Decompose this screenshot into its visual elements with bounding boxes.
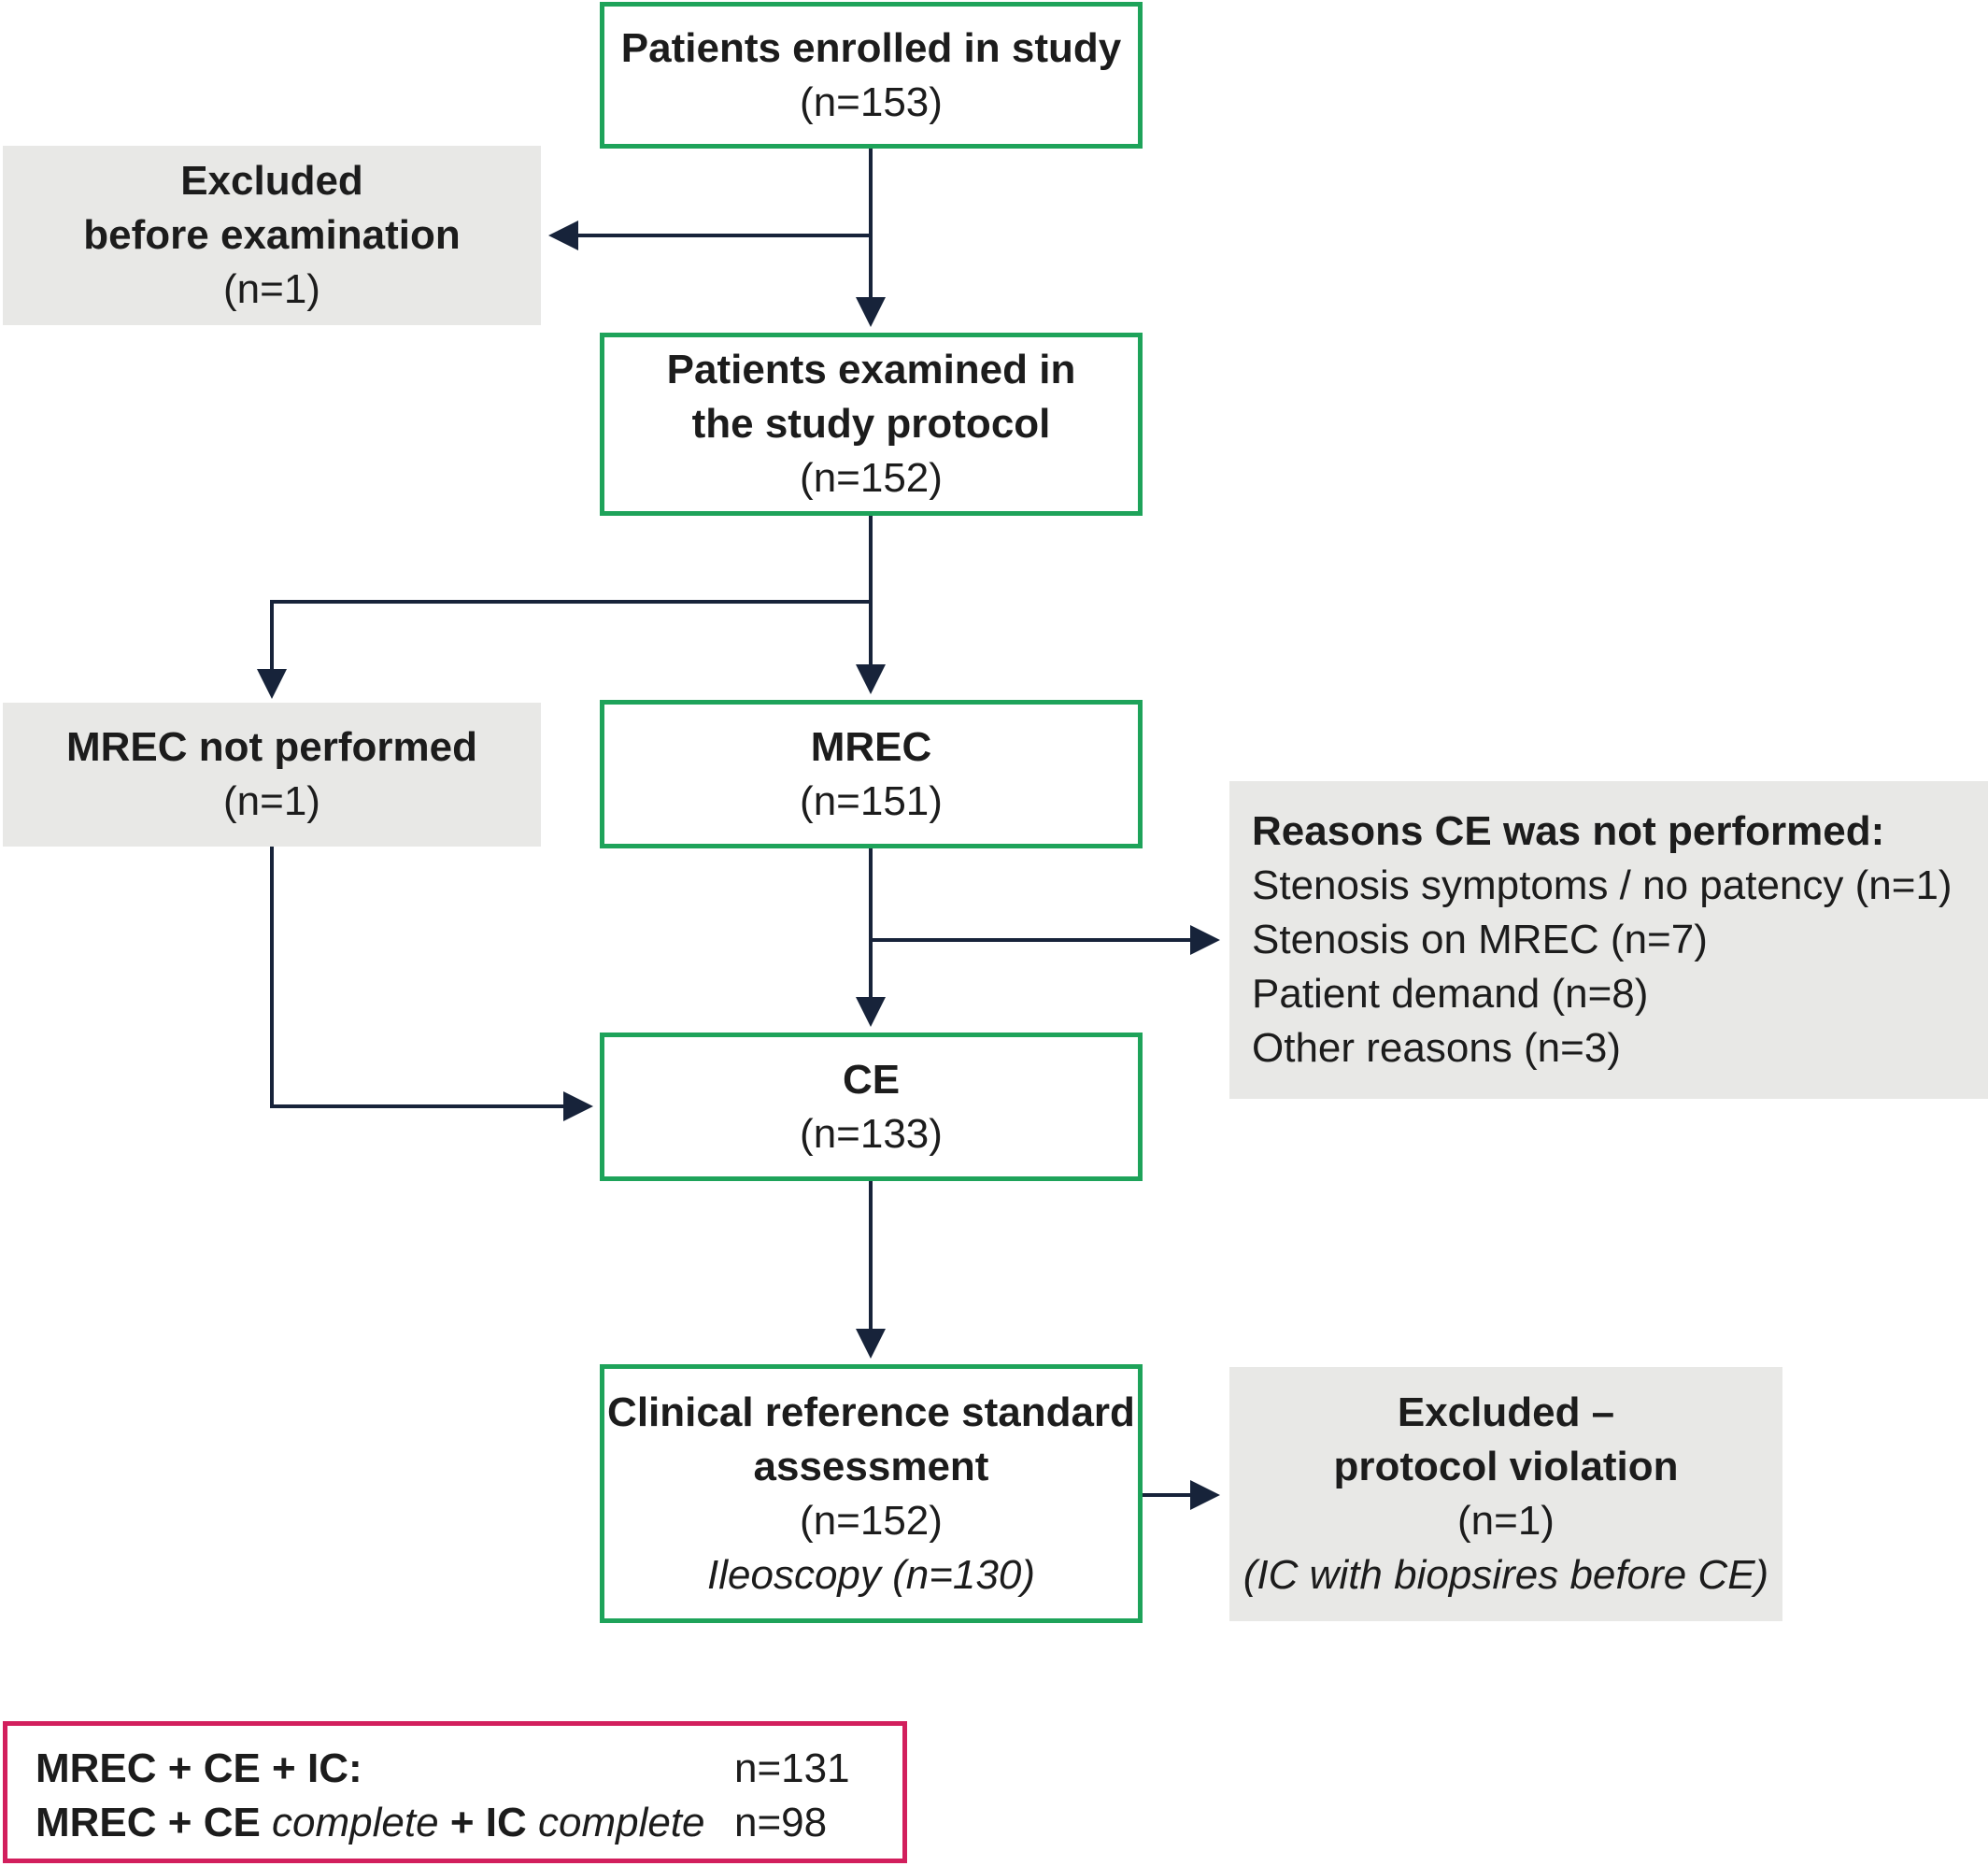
summary-row2-value: n=98 [734,1800,828,1845]
clinical-title-2: assessment [753,1443,989,1489]
reason-item: Stenosis on MREC (n=7) [1252,917,1708,962]
summary-row1-value: n=131 [734,1745,850,1791]
summary-box: MREC + CE + IC: n=131 MREC + CE complete… [3,1721,907,1863]
mrec-not-performed-box: MREC not performed (n=1) [3,703,541,847]
reason-item: Patient demand (n=8) [1252,971,1649,1017]
arrow-mrec-not-to-ce [270,847,593,1121]
clinical-sub: Ileoscopy (n=130) [707,1551,1035,1598]
excluded-before-title-2: before examination [83,212,461,258]
summary-row2-part3: + IC [438,1800,538,1845]
mrec-title: MREC [810,723,932,770]
reasons-box: Reasons CE was not performed: Stenosis s… [1229,781,1988,1099]
mrec-count: (n=151) [800,777,943,824]
reason-item: Other reasons (n=3) [1252,1025,1621,1071]
excluded-before-box: Excluded before examination (n=1) [3,146,541,325]
examined-count: (n=152) [800,455,943,501]
summary-row2-label: MREC + CE complete + IC complete [36,1796,705,1850]
clinical-count: (n=152) [800,1497,943,1544]
excluded-protocol-count: (n=1) [1457,1498,1555,1544]
mrec-not-count: (n=1) [223,778,320,824]
reasons-title: Reasons CE was not performed: [1252,808,1885,854]
clinical-box: Clinical reference standard assessment (… [600,1364,1143,1623]
mrec-not-title: MREC not performed [66,724,477,770]
enrolled-title: Patients enrolled in study [620,24,1122,71]
enrolled-box: Patients enrolled in study (n=153) [600,2,1143,149]
enrolled-count: (n=153) [800,78,943,125]
examined-box: Patients examined in the study protocol … [600,333,1143,516]
summary-row2-part4: complete [537,1800,705,1845]
examined-title-1: Patients examined in [666,347,1076,392]
reason-item: Stenosis symptoms / no patency (n=1) [1252,862,1952,908]
summary-row1-label: MREC + CE + IC: [36,1745,362,1791]
summary-row2-part2: complete [272,1800,439,1845]
ce-title: CE [842,1056,901,1103]
excluded-before-title-1: Excluded [180,158,363,204]
examined-title-2: the study protocol [691,401,1051,447]
excluded-protocol-title-1: Excluded – [1397,1389,1615,1435]
ce-count: (n=133) [800,1110,943,1157]
ce-box: CE (n=133) [600,1033,1143,1181]
excluded-protocol-note: (IC with biopsires before CE) [1242,1552,1769,1598]
excluded-before-count: (n=1) [223,266,320,312]
excluded-protocol-title-2: protocol violation [1333,1444,1679,1489]
mrec-box: MREC (n=151) [600,700,1143,848]
arrow-to-mrec-not-performed [257,600,871,699]
excluded-protocol-box: Excluded – protocol violation (n=1) (IC … [1229,1367,1782,1621]
summary-row2-part1: MREC + CE [36,1800,273,1845]
clinical-title-1: Clinical reference standard [607,1389,1135,1435]
